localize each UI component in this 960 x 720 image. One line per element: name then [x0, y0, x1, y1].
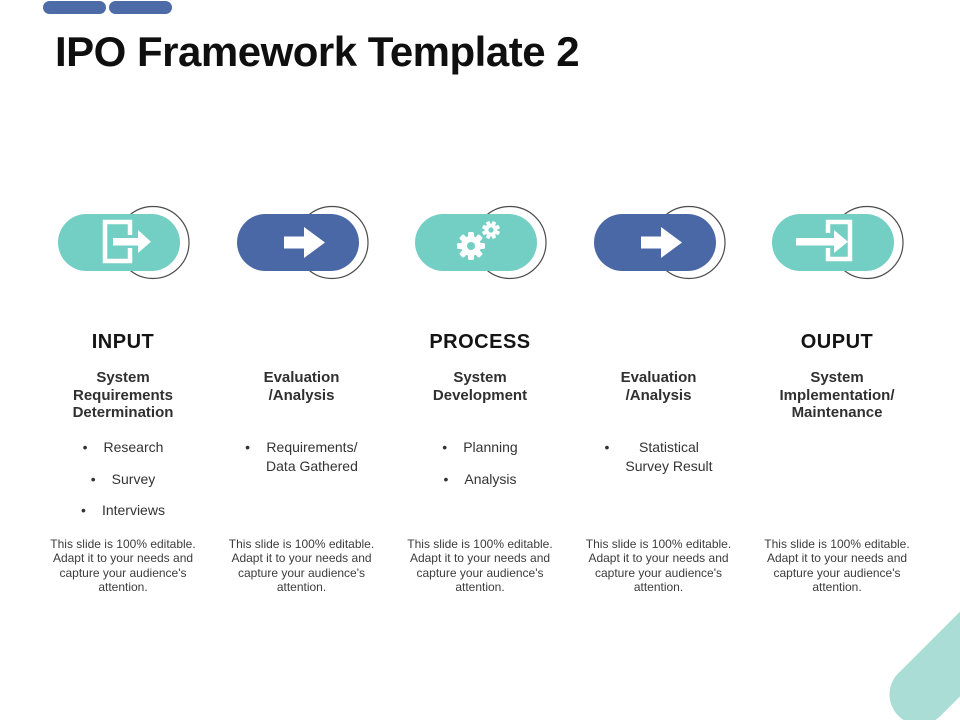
list-item: •Statistical Survey Result — [604, 439, 713, 474]
column-process: PROCESS System Development •Planning •An… — [395, 0, 565, 720]
pill-badge — [236, 205, 369, 280]
editable-note: This slide is 100% editable. Adapt it to… — [585, 537, 732, 595]
bullet-list: •Statistical Survey Result — [574, 438, 744, 488]
list-item: •Requirements/ Data Gathered — [245, 439, 358, 474]
bullet-dot-icon: • — [245, 439, 251, 455]
column-subtitle: System Requirements Determination — [72, 369, 174, 421]
editable-note: This slide is 100% editable. Adapt it to… — [764, 537, 910, 595]
sign-in-icon — [796, 219, 853, 262]
bullet-dot-icon: • — [604, 439, 610, 455]
arrow-right-icon — [283, 227, 325, 258]
pill-badge — [58, 205, 190, 280]
list-item: •Analysis — [443, 470, 517, 487]
bullet-list: •Requirements/ Data Gathered — [217, 438, 387, 488]
column-ouput: OUPUT System Implementation/ Maintenance… — [752, 0, 922, 720]
list-item: •Interviews — [81, 502, 165, 518]
page-title: IPO Framework Template 2 — [55, 28, 580, 75]
column-header: INPUT — [91, 331, 155, 353]
list-item: •Survey — [90, 470, 156, 487]
column-subtitle: Evaluation /Analysis — [263, 369, 340, 404]
bullet-dot-icon: • — [90, 470, 96, 487]
bullet-dot-icon: • — [81, 502, 86, 518]
gears-icon — [457, 221, 500, 260]
list-item: •Planning — [442, 439, 518, 455]
editable-note: This slide is 100% editable. Adapt it to… — [228, 537, 375, 595]
column-subtitle: System Implementation/ Maintenance — [779, 369, 895, 421]
column-subtitle: System Development — [432, 369, 528, 404]
accent-bar — [43, 1, 106, 14]
bullet-dot-icon: • — [443, 470, 449, 487]
bullet-dot-icon: • — [82, 439, 88, 455]
pill-badge — [772, 205, 904, 280]
accent-bar — [109, 1, 172, 14]
pill-badge — [415, 205, 547, 280]
column-evaluation-2: Evaluation /Analysis •Statistical Survey… — [574, 0, 744, 720]
editable-note: This slide is 100% editable. Adapt it to… — [50, 537, 196, 595]
column-subtitle: Evaluation /Analysis — [620, 369, 697, 404]
list-item: •Research — [82, 439, 164, 455]
column-input: INPUT System Requirements Determination … — [38, 0, 208, 720]
column-header: OUPUT — [800, 331, 874, 353]
arrow-right-icon — [640, 227, 682, 258]
column-evaluation-1: Evaluation /Analysis •Requirements/ Data… — [217, 0, 387, 720]
bullet-list: •Research •Survey •Interviews — [38, 438, 208, 533]
sign-out-icon — [102, 219, 151, 264]
editable-note: This slide is 100% editable. Adapt it to… — [407, 537, 553, 595]
column-header: PROCESS — [429, 331, 531, 353]
pill-badge — [593, 205, 726, 280]
bullet-dot-icon: • — [442, 439, 448, 455]
bullet-list: •Planning •Analysis — [395, 438, 565, 501]
